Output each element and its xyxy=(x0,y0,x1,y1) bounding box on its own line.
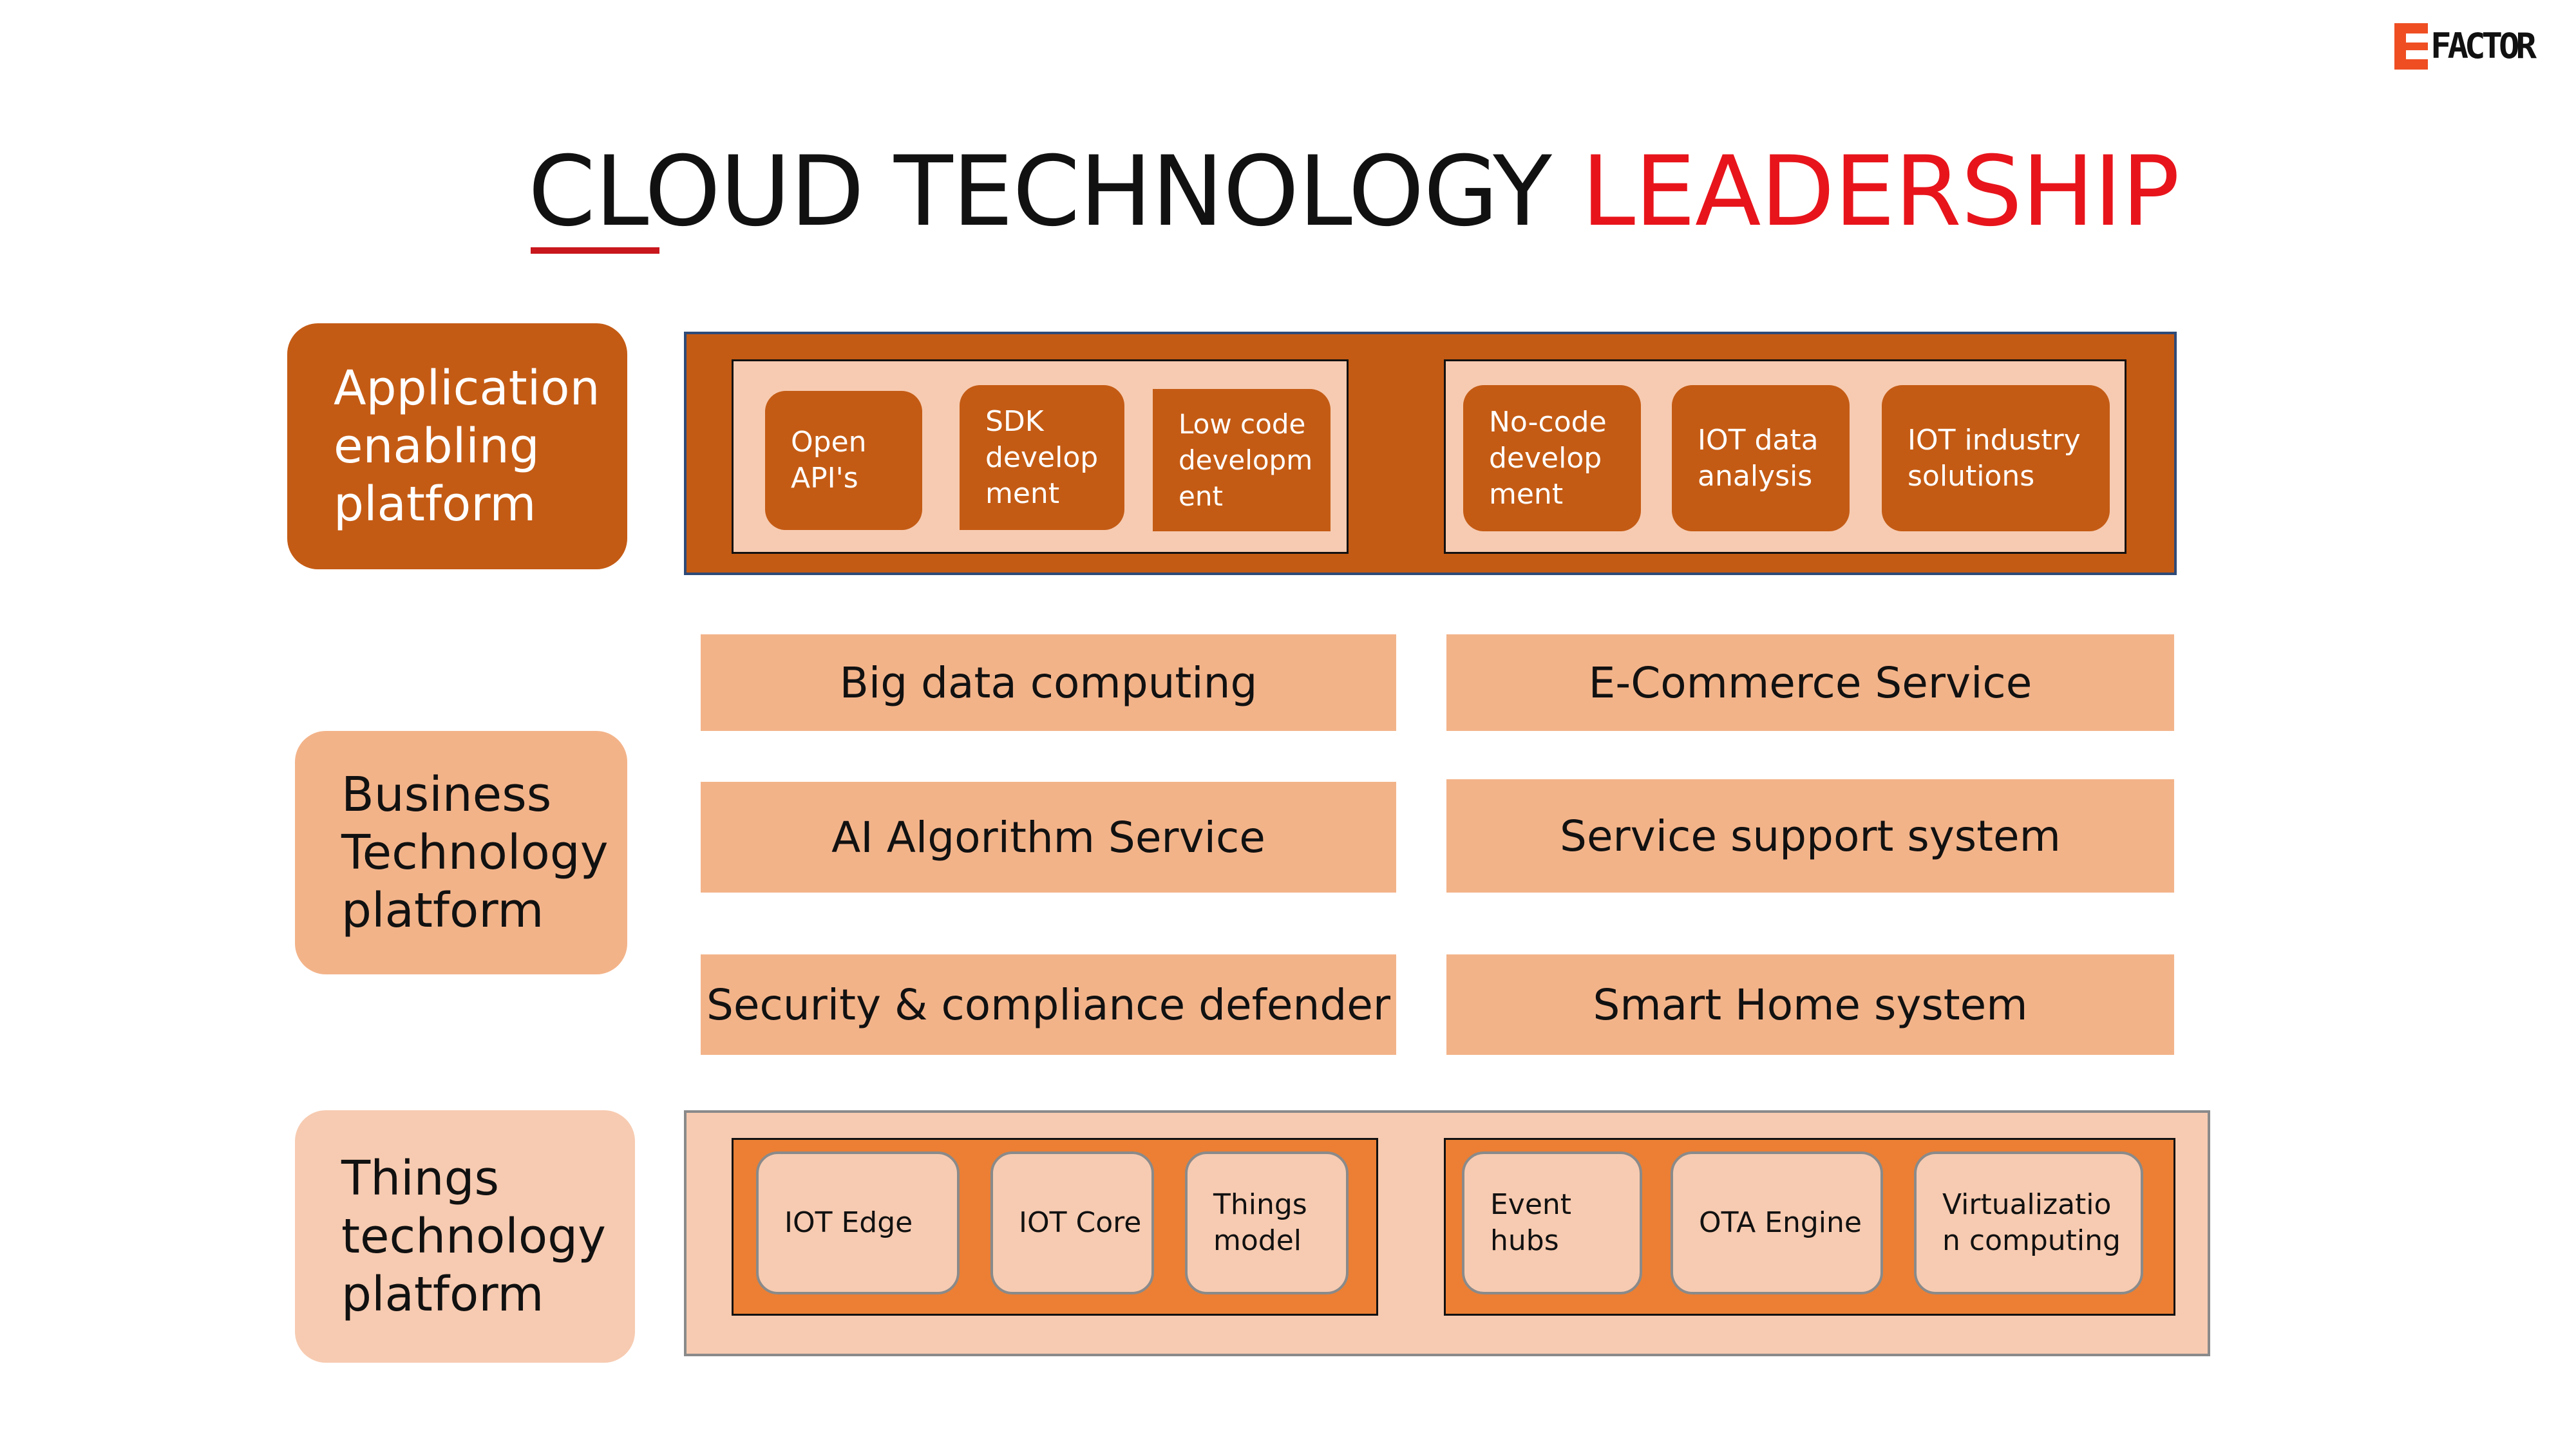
things-item-virtualization-computing: Virtualizatio n computing xyxy=(1914,1151,2143,1294)
business-item-smart-home-system: Smart Home system xyxy=(1446,954,2174,1055)
business-item-big-data-computing: Big data computing xyxy=(701,634,1396,731)
layer-label-application: Application enabling platform xyxy=(287,323,627,569)
app-item-no-code-development: No-code develop ment xyxy=(1463,385,1641,531)
business-item-ai-algorithm-service: AI Algorithm Service xyxy=(701,782,1396,893)
logo-e-mark xyxy=(2394,23,2428,70)
business-item-ecommerce-service: E-Commerce Service xyxy=(1446,634,2174,731)
logo-e-gap xyxy=(2406,33,2428,43)
layer-label-things: Things technology platform xyxy=(295,1110,635,1363)
page-title: CLOUD TECHNOLOGY LEADERSHIP xyxy=(528,140,2180,243)
things-item-event-hubs: Event hubs xyxy=(1462,1151,1642,1294)
things-item-iot-edge: IOT Edge xyxy=(756,1151,960,1294)
things-item-ota-engine: OTA Engine xyxy=(1671,1151,1883,1294)
things-item-iot-core: IOT Core xyxy=(990,1151,1154,1294)
title-part-main: CLOUD TECHNOLOGY xyxy=(528,136,1582,248)
business-item-security-compliance: Security & compliance defender xyxy=(701,954,1396,1055)
logo-wordmark: FACTOR xyxy=(2430,26,2537,66)
app-item-sdk-development: SDK develop ment xyxy=(960,385,1124,530)
things-item-things-model: Things model xyxy=(1185,1151,1349,1294)
app-item-open-apis: Open API's xyxy=(765,391,922,530)
business-item-service-support-system: Service support system xyxy=(1446,779,2174,893)
title-underline xyxy=(531,247,659,254)
layer-label-business: Business Technology platform xyxy=(295,731,627,974)
logo-e-gap xyxy=(2406,50,2428,59)
app-item-iot-data-analysis: IOT data analysis xyxy=(1672,385,1850,531)
brand-logo: FACTOR xyxy=(2394,23,2562,70)
app-item-iot-industry-solutions: IOT industry solutions xyxy=(1882,385,2110,531)
app-item-low-code-development: Low code developm ent xyxy=(1153,389,1331,531)
title-part-accent: LEADERSHIP xyxy=(1581,136,2180,248)
